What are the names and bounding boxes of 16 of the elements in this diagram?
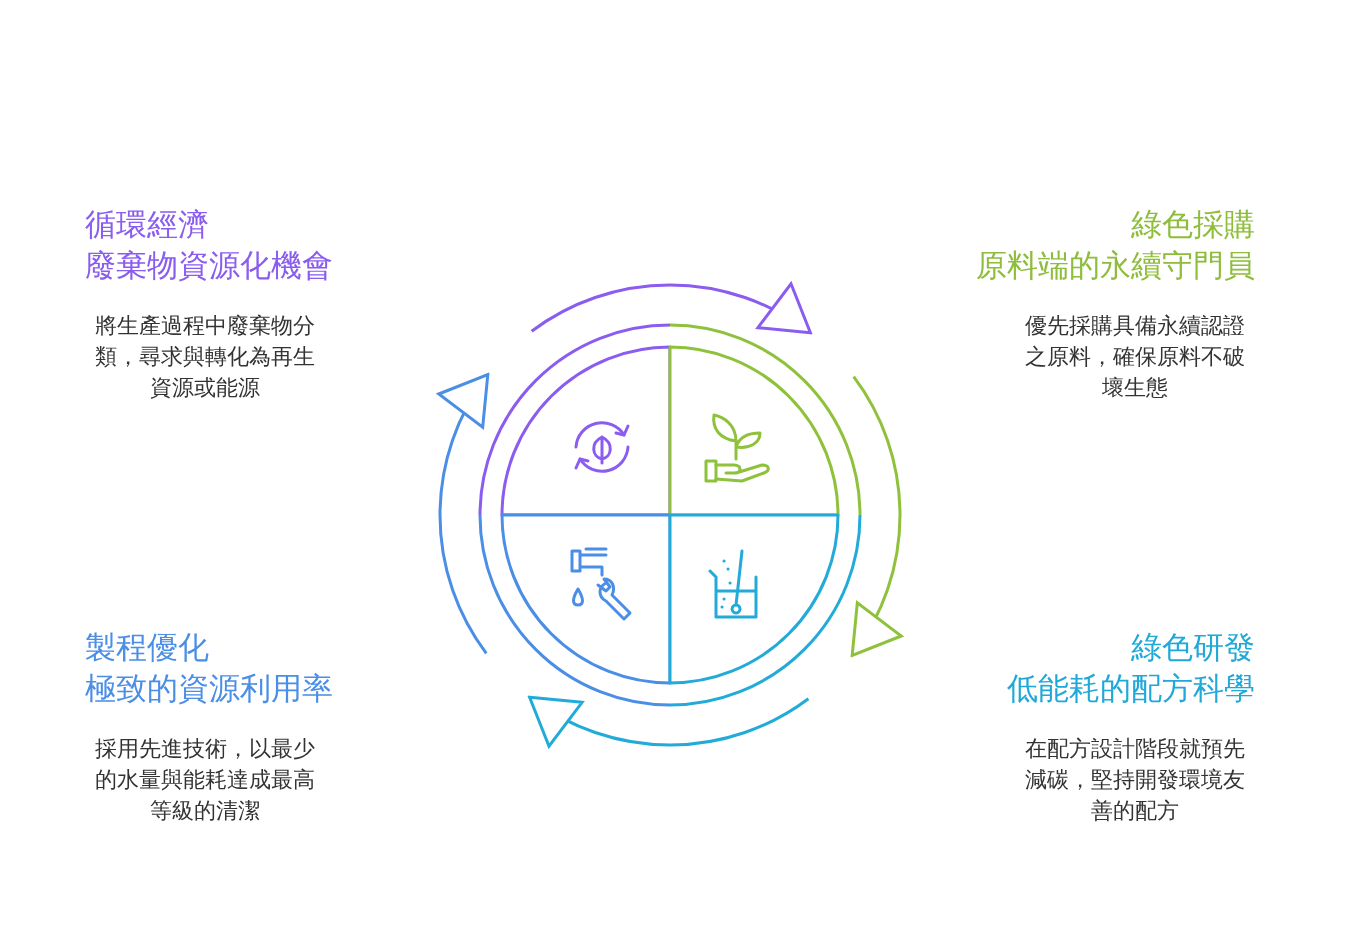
curved-arrow — [850, 375, 902, 657]
description: 採用先進技術，以最少的水量與能耗達成最高等級的清潔 — [94, 735, 316, 825]
heading: 循環經濟 — [85, 205, 210, 244]
description: 優先採購具備永續認證之原料，確保原料不破壞生態 — [1024, 312, 1246, 402]
subheading: 極致的資源利用率 — [85, 669, 334, 708]
curved-arrow — [438, 373, 490, 655]
description: 將生產過程中廢棄物分類，尋求與轉化為再生資源或能源 — [94, 312, 316, 402]
heading: 製程優化 — [85, 628, 210, 667]
curved-arrow — [530, 283, 812, 335]
subheading: 廢棄物資源化機會 — [85, 246, 334, 285]
curved-arrow — [528, 695, 810, 747]
subheading: 低能耗的配方科學 — [1006, 669, 1255, 708]
heading: 綠色研發 — [1130, 628, 1255, 667]
subheading: 原料端的永續守門員 — [975, 246, 1255, 285]
heading: 綠色採購 — [1130, 205, 1255, 244]
description: 在配方設計階段就預先減碳，堅持開發環境友善的配方 — [1024, 735, 1246, 825]
